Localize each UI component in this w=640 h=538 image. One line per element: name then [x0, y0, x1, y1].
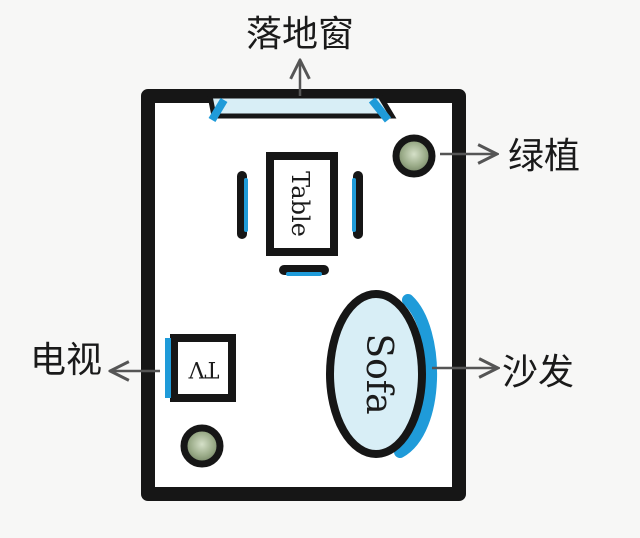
chair-right	[352, 171, 363, 239]
window-label: 落地窗	[246, 14, 354, 55]
plant-label: 绿植	[508, 136, 580, 177]
plant-bottom	[180, 424, 224, 468]
sofa-label-callout: 沙发	[502, 352, 574, 393]
plant-top	[392, 134, 436, 178]
window-fixture	[206, 93, 397, 123]
sofa-label: Sofa	[358, 333, 399, 414]
chair-left	[237, 171, 248, 239]
dining-table: Table	[266, 152, 338, 256]
tv-unit: TV	[165, 334, 236, 402]
tv-label: TV	[188, 356, 220, 381]
tv-label-callout: 电视	[30, 340, 102, 381]
table-label: Table	[286, 171, 314, 237]
sofa: Sofa	[326, 290, 437, 458]
chair-bottom	[279, 265, 329, 276]
